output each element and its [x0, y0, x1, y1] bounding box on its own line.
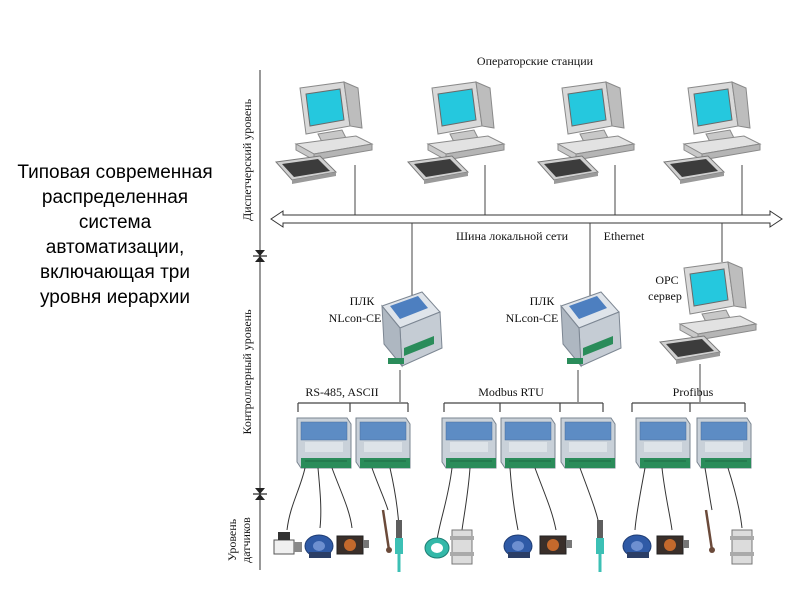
caption-line: уровня иерархии — [40, 287, 190, 308]
controller-level-label: Контроллерный уровень — [240, 309, 254, 435]
sensor-cables — [286, 467, 743, 541]
sensor-level-label-line1: Уровень — [225, 518, 239, 561]
motor-pump-icon — [622, 534, 652, 559]
plc-2-label-line1: ПЛК — [530, 294, 556, 308]
io-module-2-icon — [355, 417, 411, 469]
opc-server-label-line2: сервер — [648, 289, 682, 303]
controller-connectors — [411, 223, 723, 296]
operator-station-1-icon — [275, 81, 373, 185]
level-divider-marker — [253, 488, 267, 500]
actuator-icon — [656, 535, 690, 555]
io-module-1-icon — [296, 417, 352, 469]
io-module-4-icon — [500, 417, 556, 469]
plc-2-label-line2: NLcon-CE — [506, 311, 559, 325]
caption-line: автоматизации, — [45, 237, 185, 258]
fieldbus-lines — [297, 402, 746, 412]
actuator-icon — [336, 535, 370, 555]
motor-pump-icon — [304, 534, 334, 559]
pressure-transducer-icon — [449, 529, 475, 565]
opc-server-label-line1: OPC — [655, 273, 678, 287]
actuator-icon — [539, 535, 573, 555]
lan-bus-arrow — [270, 210, 783, 228]
fieldbus-3-label: Profibus — [673, 385, 714, 399]
fieldbus-1-label: RS-485, ASCII — [305, 385, 378, 399]
caption-line: включающая три — [40, 262, 190, 283]
fieldbus-connectors — [399, 364, 701, 402]
station-connectors — [354, 165, 743, 218]
solenoid-valve-icon — [273, 531, 303, 555]
ethernet-label: Ethernet — [604, 229, 645, 243]
operator-station-2-icon — [407, 81, 505, 185]
io-module-5-icon — [560, 417, 616, 469]
level-divider-marker — [253, 250, 267, 262]
caption-line: распределенная — [41, 187, 189, 208]
operator-stations-label: Операторские станции — [477, 54, 594, 68]
sensor-level-label-line2: датчиков — [239, 517, 253, 563]
current-sensor-icon — [424, 537, 450, 559]
operator-station-4-icon — [663, 81, 761, 185]
lan-bus-label: Шина локальной сети — [456, 229, 569, 243]
level-probe-icon — [393, 518, 405, 574]
slide-caption: Типовая современная распределенная систе… — [8, 160, 222, 310]
io-module-3-icon — [441, 417, 497, 469]
thermocouple-icon — [704, 508, 717, 555]
io-module-7-icon — [696, 417, 752, 469]
plc-1-label-line1: ПЛК — [350, 294, 376, 308]
operator-station-3-icon — [537, 81, 635, 185]
io-module-6-icon — [635, 417, 691, 469]
dispatcher-level-label: Диспетчерский уровень — [240, 98, 254, 221]
motor-pump-icon — [503, 534, 533, 559]
thermocouple-icon — [381, 508, 394, 555]
plc-1-icon — [381, 291, 443, 367]
pressure-transducer-icon — [729, 529, 755, 565]
caption-line: система — [78, 212, 152, 233]
fieldbus-2-label: Modbus RTU — [478, 385, 544, 399]
plc-2-icon — [560, 291, 622, 367]
caption-line: Типовая современная — [17, 162, 213, 183]
plc-1-label-line2: NLcon-CE — [329, 311, 382, 325]
level-probe-icon — [594, 518, 606, 574]
